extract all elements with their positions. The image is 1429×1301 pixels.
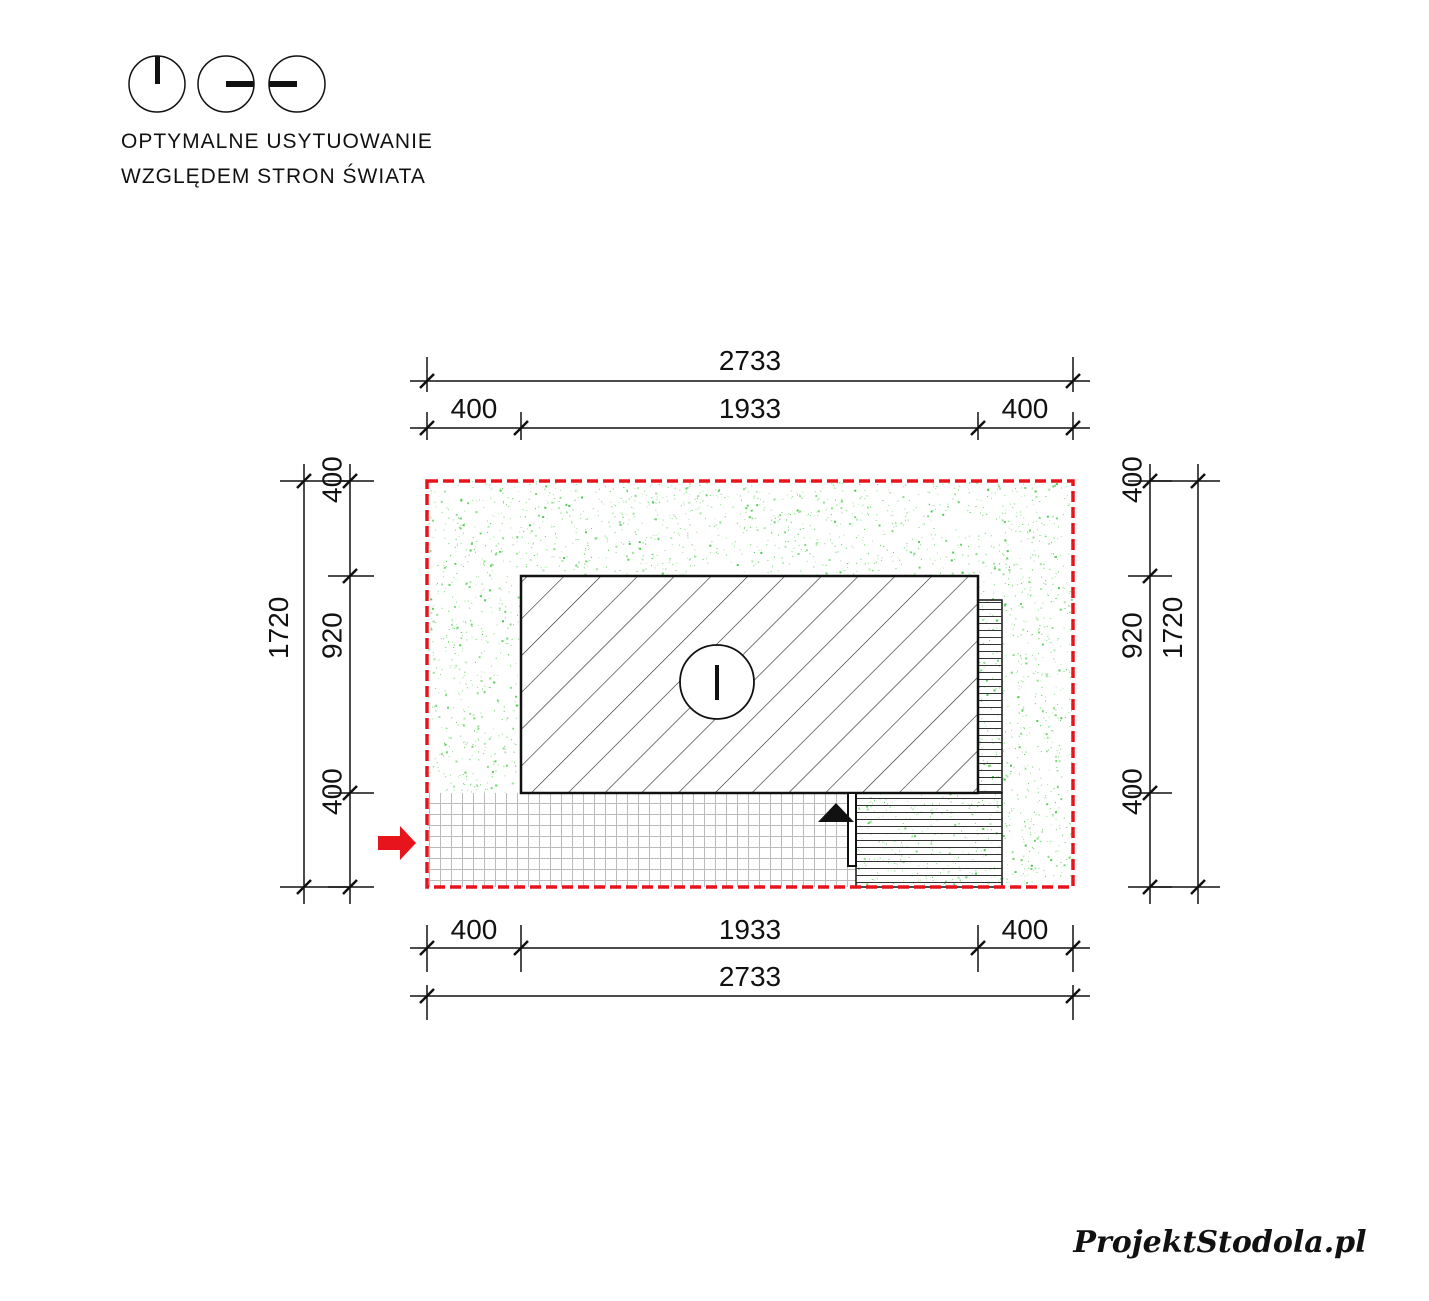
orientation-north-icon	[128, 55, 186, 113]
dimension-tick	[1065, 988, 1081, 1004]
entry-arrow-icon	[378, 826, 416, 860]
dimension-tick	[513, 940, 529, 956]
dim-bottom-left: 400	[451, 914, 498, 945]
brand-logo: ProjektStodola.pl	[1072, 1225, 1366, 1260]
dimension-tick	[1065, 420, 1081, 436]
dim-top-total: 2733	[719, 345, 781, 376]
dim-right-total: 1720	[1157, 597, 1188, 659]
terrace-side-hatch	[978, 600, 1002, 793]
dimension-lines	[280, 357, 1220, 1020]
dimension-tick	[419, 940, 435, 956]
orientation-west-icon	[268, 55, 326, 113]
orientation-east-icon	[197, 55, 255, 113]
dimension-tick	[970, 420, 986, 436]
dimension-tick	[342, 473, 358, 489]
paving-area	[427, 793, 856, 887]
dimension-tick	[1190, 473, 1206, 489]
legend-line-2: WZGLĘDEM STRON ŚWIATA	[121, 164, 426, 188]
dimension-tick	[296, 879, 312, 895]
dim-right-middle: 920	[1117, 612, 1148, 659]
dim-left-bottom: 400	[317, 768, 348, 815]
dim-left-total: 1720	[263, 597, 294, 659]
dim-left-middle: 920	[317, 612, 348, 659]
dimension-tick	[419, 420, 435, 436]
dimension-tick	[342, 879, 358, 895]
dimension-tick	[1142, 568, 1158, 584]
entrance-door	[847, 792, 857, 867]
dimension-tick	[1142, 785, 1158, 801]
dimension-tick	[1065, 373, 1081, 389]
dim-top-right: 400	[1002, 393, 1049, 424]
dimension-tick	[1190, 879, 1206, 895]
dimension-tick	[419, 988, 435, 1004]
orientation-legend: OPTYMALNE USYTUOWANIE WZGLĘDEM STRON ŚWI…	[121, 55, 433, 188]
terrace-front-hatch	[856, 793, 1002, 887]
dim-right-bottom: 400	[1117, 768, 1148, 815]
dimension-tick	[970, 940, 986, 956]
building-orientation-icon	[679, 644, 755, 720]
dim-top-middle: 1933	[719, 393, 781, 424]
dim-bottom-middle: 1933	[719, 914, 781, 945]
dimension-tick	[342, 568, 358, 584]
legend-line-1: OPTYMALNE USYTUOWANIE	[121, 130, 433, 153]
plot-boundary	[425, 479, 1075, 889]
dim-bottom-total: 2733	[719, 961, 781, 992]
dim-bottom-right: 400	[1002, 914, 1049, 945]
dimension-tick	[342, 785, 358, 801]
dimension-tick	[1065, 940, 1081, 956]
dimension-tick	[296, 473, 312, 489]
entrance-marker-icon	[818, 803, 854, 822]
dim-top-left: 400	[451, 393, 498, 424]
dim-right-top: 400	[1117, 456, 1148, 503]
dimension-tick	[513, 420, 529, 436]
dimension-tick	[419, 373, 435, 389]
plot	[378, 479, 1075, 889]
dim-left-top: 400	[317, 456, 348, 503]
